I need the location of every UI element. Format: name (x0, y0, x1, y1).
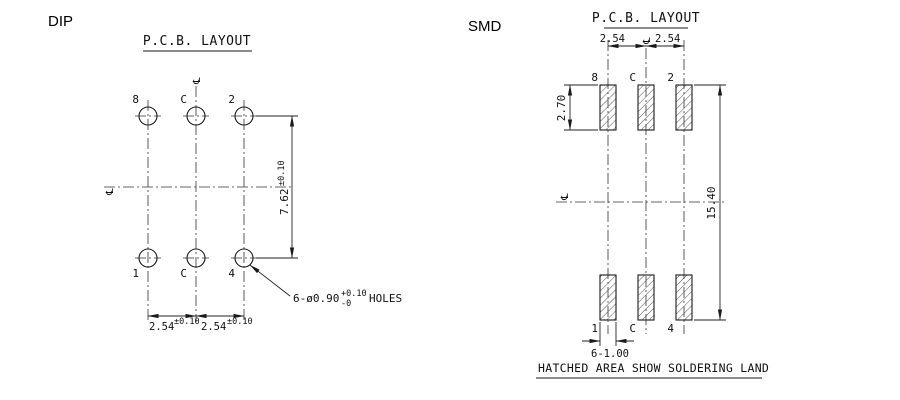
leader-line (249, 264, 291, 297)
smd-pad-c-bottom (637, 274, 655, 321)
smd-title: P.C.B. LAYOUT (592, 11, 700, 26)
smd-pad-8 (599, 84, 617, 131)
dip-pin-label-8: 8 (132, 93, 139, 106)
dip-title: P.C.B. LAYOUT (143, 34, 251, 49)
smd-col-pitch-left: 2.54 (600, 33, 625, 45)
smd-pin-label-8: 8 (591, 71, 598, 84)
dip-pin-label-2: 2 (228, 93, 235, 106)
dip-holes-tolerance-minus: -0 (341, 299, 351, 309)
smd-overall-dimension (694, 84, 726, 321)
smd-drawing: SMD P.C.B. LAYOUT 2.54 ℄ 2.54 (468, 11, 769, 379)
dip-pin-label-c-top: C (180, 93, 187, 106)
dip-holes-word: HOLES (369, 292, 402, 305)
dip-hole-4 (234, 248, 254, 268)
smd-pad-1 (599, 274, 617, 321)
dip-row-pitch-dimension (256, 115, 298, 259)
smd-overall-value: 15.40 (705, 186, 718, 219)
smd-pin-label-4: 4 (667, 322, 674, 335)
smd-pin-label-c-bottom: C (629, 322, 636, 335)
smd-col-pitch-right: 2.54 (655, 33, 680, 45)
smd-pad-width-dimension (582, 322, 634, 346)
dip-pin-label-4: 4 (228, 267, 235, 280)
smd-footer-note: HATCHED AREA SHOW SOLDERING LAND (538, 361, 769, 375)
smd-pin-label-2: 2 (667, 71, 674, 84)
dip-col-pitch-left-value: 2.54 (149, 321, 174, 333)
centerline-symbol: ℄ (642, 37, 653, 45)
smd-pad-c-top (637, 84, 655, 131)
dip-hole-2 (234, 106, 254, 126)
dip-pin-label-1: 1 (132, 267, 139, 280)
dip-holes-tolerance-plus: +0.10 (341, 289, 367, 299)
dip-holes-callout: 6-ø0.90 (293, 292, 339, 305)
dip-col-pitch-right-value: 2.54 (201, 321, 226, 333)
dip-pin-label-c-bottom: C (180, 267, 187, 280)
dip-hole-8 (138, 106, 158, 126)
dip-row-pitch-tolerance: ±0.10 (277, 160, 287, 186)
dip-drawing: DIP P.C.B. LAYOUT 8 C 2 (48, 13, 402, 333)
smd-pin-label-1: 1 (591, 322, 598, 335)
dip-hole-1 (138, 248, 158, 268)
smd-pad-length-dimension (564, 84, 598, 131)
dip-col-pitch-left-tolerance: ±0.10 (174, 317, 200, 327)
centerline-symbol: ℄ (192, 77, 203, 85)
smd-pad-2 (675, 84, 693, 131)
dip-holes (138, 106, 254, 268)
dip-holes-leader (249, 264, 291, 297)
dip-package-label: DIP (48, 13, 73, 30)
smd-pad-length-value: 2.70 (555, 95, 568, 122)
centerline-symbol: ℄ (560, 193, 571, 201)
smd-pad-width-value: 6-1.00 (591, 348, 629, 360)
dip-row-pitch-value: 7.62 (278, 189, 291, 216)
centerline-symbol: ℄ (105, 188, 116, 196)
dip-hole-c-bottom (186, 248, 206, 268)
smd-pad-4 (675, 274, 693, 321)
smd-pads (599, 84, 693, 321)
smd-package-label: SMD (468, 18, 502, 35)
dip-col-pitch-right-tolerance: ±0.10 (227, 317, 253, 327)
dip-hole-c-top (186, 106, 206, 126)
smd-pin-label-c-top: C (629, 71, 636, 84)
